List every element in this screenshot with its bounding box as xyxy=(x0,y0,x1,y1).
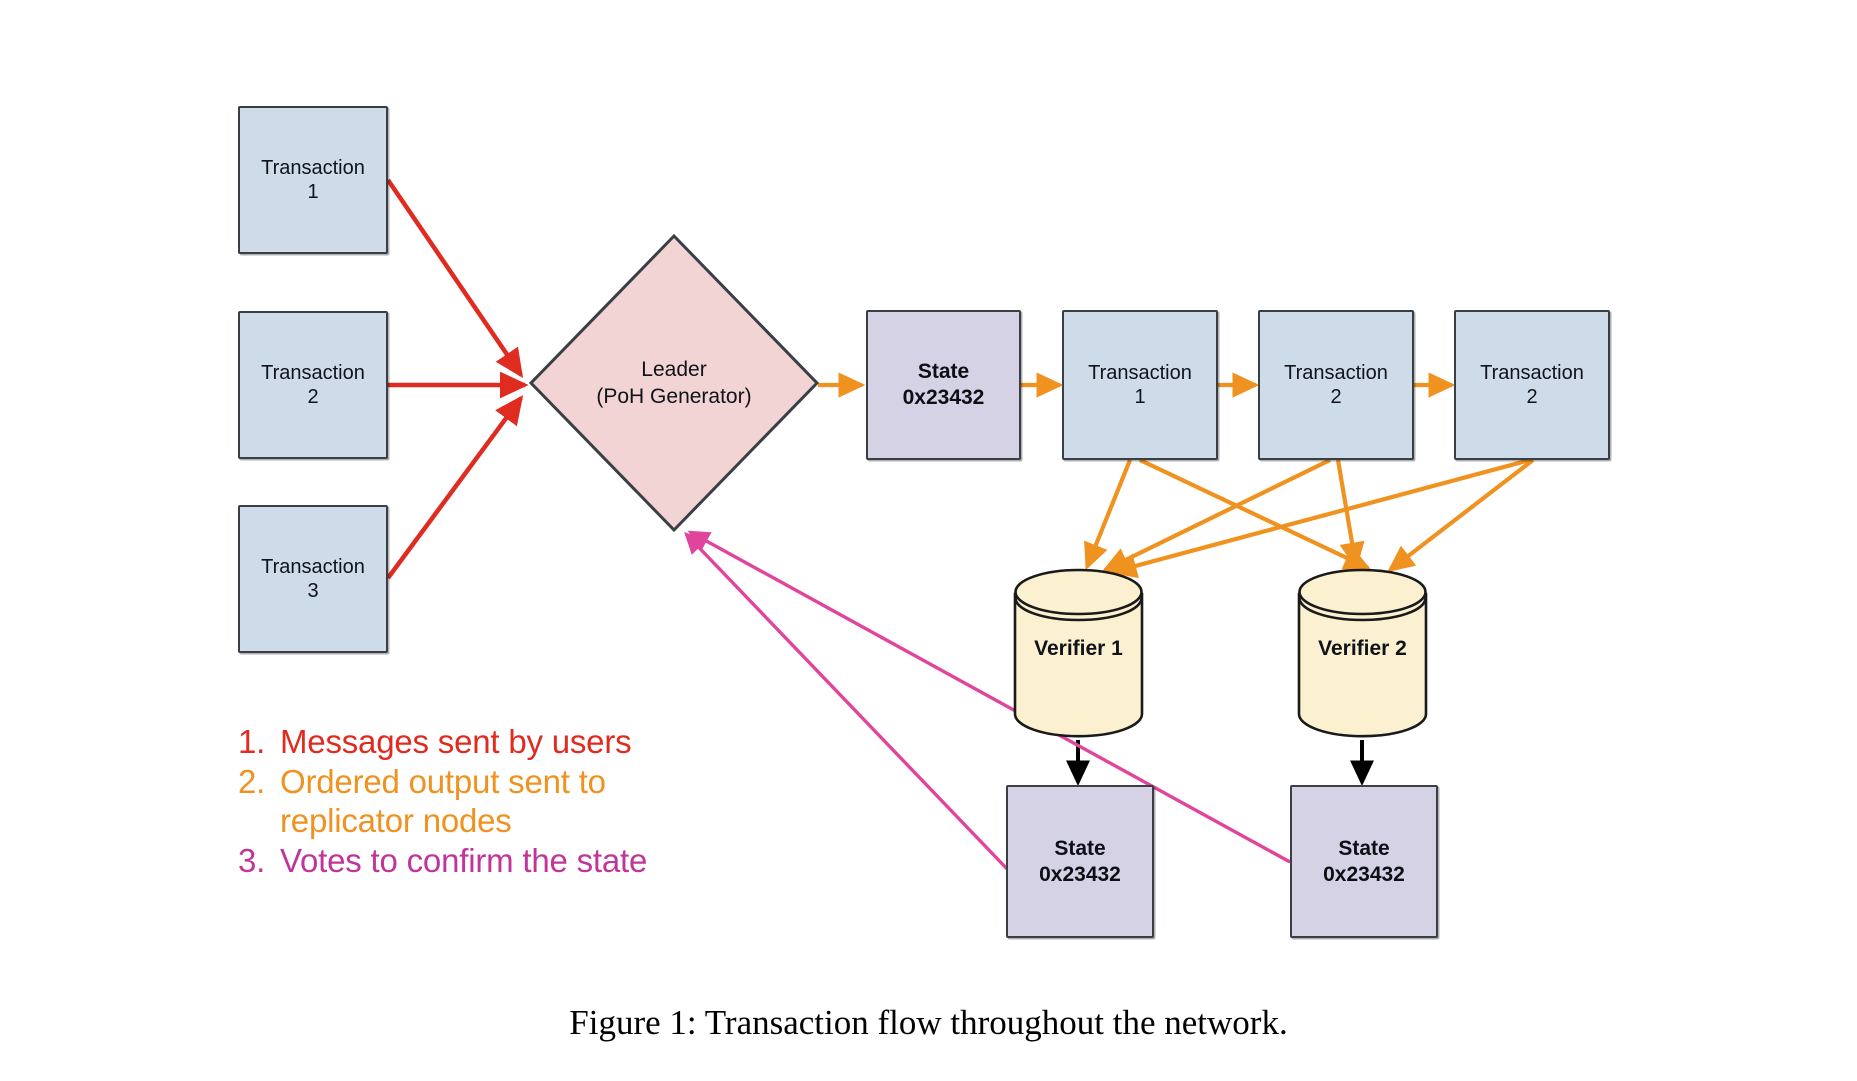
verifier-2-cylinder-shape xyxy=(1297,568,1428,738)
transaction-input-2[interactable]: Transaction 2 xyxy=(238,311,388,459)
transaction-input-3[interactable]: Transaction 3 xyxy=(238,505,388,653)
edge-tx3-verifier1 xyxy=(1109,457,1531,579)
edge-tx2-verifier1 xyxy=(1101,458,1331,572)
ledger-state-label: State 0x23432 xyxy=(902,360,985,409)
verifier-state-edges xyxy=(1066,740,1374,786)
ledger-entry-3-label: Transaction 2 xyxy=(1480,361,1584,408)
edge-state2-leader-vote xyxy=(687,530,1291,864)
edge-tx1-verifier2 xyxy=(1139,458,1372,570)
legend-item-2-number: 2. xyxy=(238,762,266,800)
legend-item-3-number: 3. xyxy=(238,841,266,879)
legend-item-3-text: Votes to confirm the state xyxy=(280,841,648,879)
transaction-input-1[interactable]: Transaction 1 xyxy=(238,106,388,254)
edge-tx3-verifier2 xyxy=(1387,458,1535,573)
verifier-2-node[interactable]: Verifier 2 xyxy=(1296,568,1429,740)
verifier-1-label: Verifier 1 xyxy=(1034,636,1123,660)
ledger-entry-3[interactable]: Transaction 2 xyxy=(1454,310,1610,460)
leader-diamond-shape xyxy=(528,233,820,533)
transaction-input-3-label: Transaction 3 xyxy=(261,555,365,602)
figure-caption: Figure 1: Transaction flow throughout th… xyxy=(569,1003,1288,1042)
legend-item-1: 1. Messages sent by users xyxy=(238,722,708,762)
transaction-input-2-label: Transaction 2 xyxy=(261,361,365,408)
legend-item-2: 2. Ordered output sent to replicator nod… xyxy=(238,762,708,841)
legend-item-3: 3. Votes to confirm the state xyxy=(238,841,708,881)
edge-tx1-verifier1 xyxy=(1084,459,1132,571)
verifier-2-state-label: State 0x23432 xyxy=(1323,836,1405,886)
transaction-input-1-label: Transaction 1 xyxy=(261,156,365,203)
verifier-2-state-box[interactable]: State 0x23432 xyxy=(1290,785,1438,938)
edge-tx2-verifier2 xyxy=(1335,459,1365,570)
ledger-entry-1[interactable]: Transaction 1 xyxy=(1062,310,1218,460)
ledger-entry-1-label: Transaction 1 xyxy=(1088,361,1192,408)
leader-label: Leader (PoH Generator) xyxy=(596,357,752,408)
edge-state1-leader-vote xyxy=(684,532,1012,874)
edge-tx1-leader xyxy=(386,178,524,378)
legend-item-1-text: Messages sent by users xyxy=(280,723,632,760)
edge-tx3-leader xyxy=(386,395,524,580)
verifier-1-cylinder-shape xyxy=(1013,568,1144,738)
ledger-state-box[interactable]: State 0x23432 xyxy=(866,310,1021,460)
leader-node[interactable]: Leader (PoH Generator) xyxy=(528,233,820,533)
verifier-1-state-label: State 0x23432 xyxy=(1039,836,1121,886)
legend: 1. Messages sent by users 2. Ordered out… xyxy=(238,722,708,880)
legend-item-2-text: Ordered output sent to replicator nodes xyxy=(280,762,606,840)
verifier-1-node[interactable]: Verifier 1 xyxy=(1012,568,1145,740)
verifier-2-label: Verifier 2 xyxy=(1318,636,1407,660)
ledger-entry-2-label: Transaction 2 xyxy=(1284,361,1388,408)
ledger-entry-2[interactable]: Transaction 2 xyxy=(1258,310,1414,460)
legend-item-1-number: 1. xyxy=(238,723,266,760)
message-edges xyxy=(386,178,529,580)
verifier-1-state-box[interactable]: State 0x23432 xyxy=(1006,785,1154,938)
vote-edges xyxy=(684,530,1291,874)
